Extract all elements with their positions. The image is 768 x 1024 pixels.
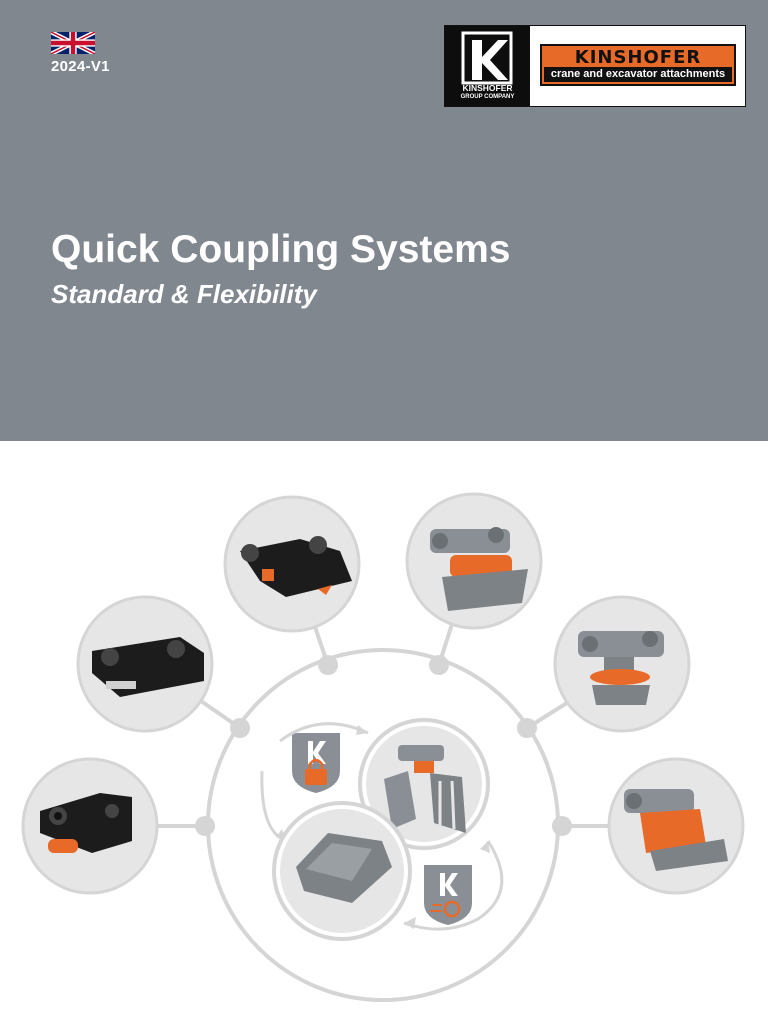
product-circle-2 <box>76 595 214 733</box>
page-title: Quick Coupling Systems <box>51 228 511 271</box>
arrow-bottom <box>403 840 504 931</box>
coupler-image-3 <box>240 536 352 597</box>
coupler-image-6 <box>624 789 728 871</box>
bucket-circle <box>272 801 412 941</box>
coupler-image-1 <box>40 793 132 853</box>
coupler-image-5 <box>578 631 664 705</box>
coupler-image-4 <box>430 527 528 611</box>
page-subtitle: Standard & Flexibility <box>51 279 317 309</box>
product-circle-6 <box>607 757 745 895</box>
group-logo: KINSHOFER GROUP COMPANY <box>445 26 530 106</box>
connector-dots <box>195 655 572 836</box>
coupler-image-2 <box>92 637 204 697</box>
cover-header: 2024-V1 KINSHOFER GROUP COMPANY KINSHOFE… <box>0 0 768 441</box>
group-name: KINSHOFER <box>462 83 513 93</box>
product-circle-4 <box>405 492 543 630</box>
product-circle-5 <box>553 595 691 733</box>
shield-lock-icon <box>292 733 340 793</box>
product-circle-1 <box>21 757 159 895</box>
brand-tagline: crane and excavator attachments <box>544 67 732 82</box>
uk-flag-icon <box>51 32 95 54</box>
group-company: GROUP COMPANY <box>460 94 515 100</box>
version-label: 2024-V1 <box>51 58 110 75</box>
grapple-circle <box>358 718 490 850</box>
coupler-diagram <box>21 492 745 1002</box>
kinshofer-logo: KINSHOFER GROUP COMPANY KINSHOFER crane … <box>444 25 746 107</box>
shield-speed-icon <box>424 865 472 925</box>
k-logo-icon <box>461 31 513 85</box>
product-circle-3 <box>223 495 361 633</box>
brand-name: KINSHOFER <box>574 47 702 68</box>
brand-plate: KINSHOFER crane and excavator attachment… <box>540 44 736 86</box>
